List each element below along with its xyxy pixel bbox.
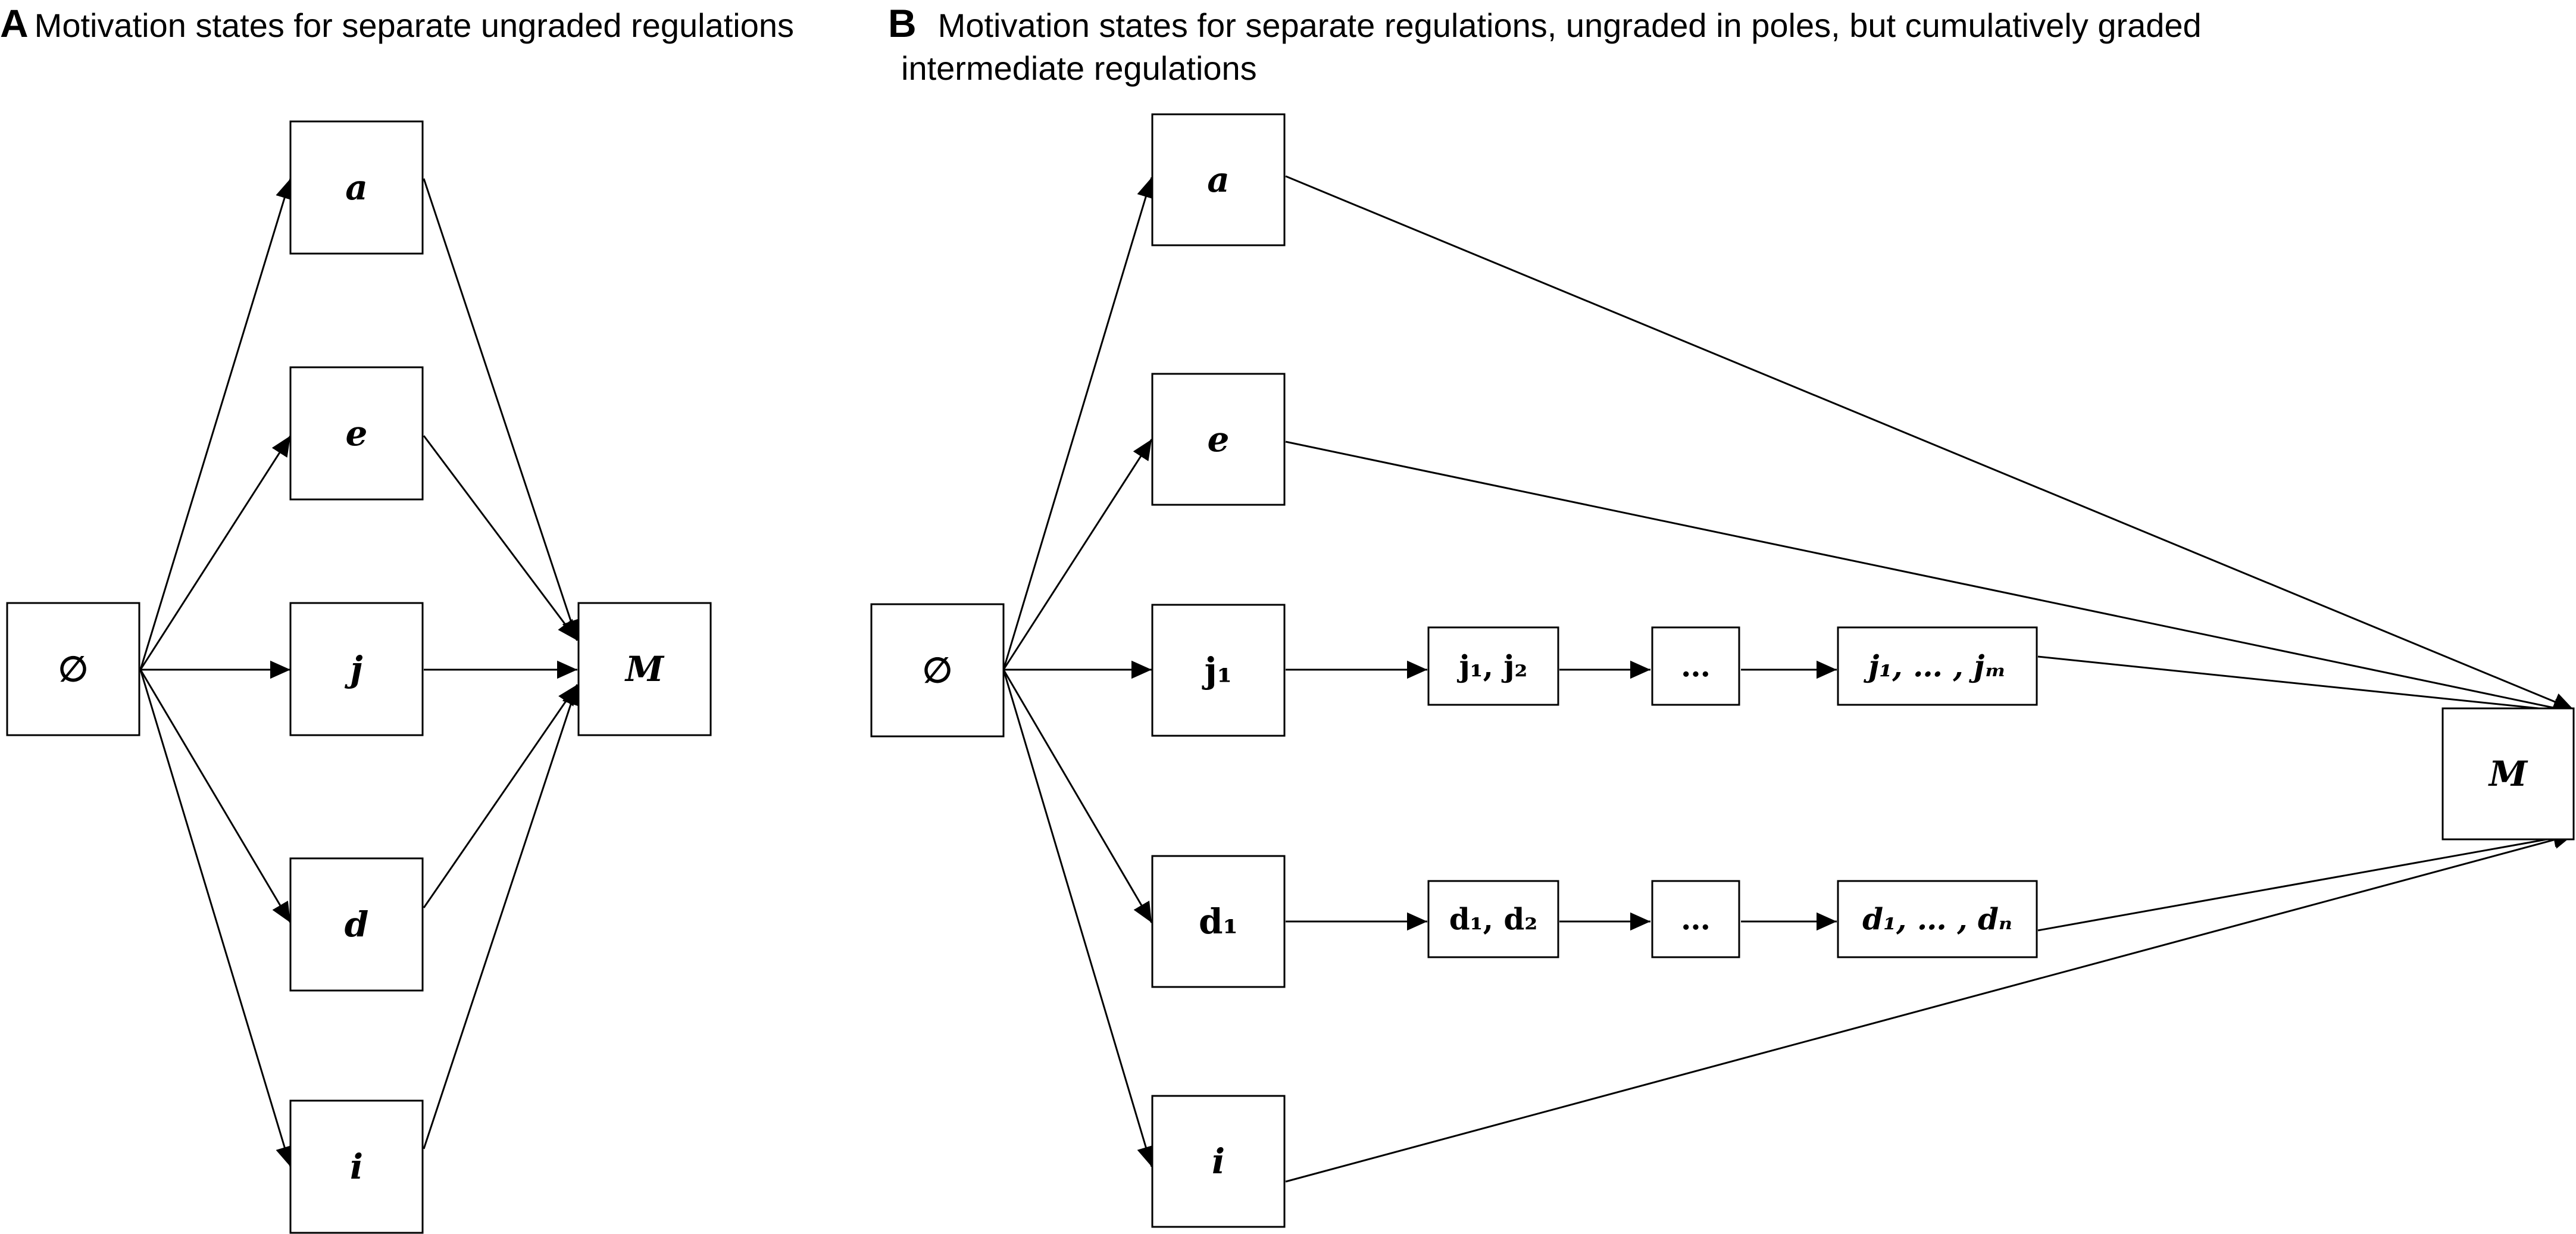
node-b-j1: j₁ (1151, 604, 1286, 737)
node-a-d-label: d (345, 904, 369, 945)
node-b-ddots-label: … (1681, 902, 1711, 937)
node-b-j1j2-label: j₁, j₂ (1457, 649, 1528, 684)
panel-b-letter: B (888, 1, 917, 45)
panel-a-title-text: Motivation states for separate ungraded … (34, 7, 794, 44)
node-b-j1j2: j₁, j₂ (1427, 626, 1559, 706)
node-b-a: a (1151, 113, 1286, 246)
edge-b-jm-to-M (2037, 655, 2574, 719)
node-b-i: i (1151, 1095, 1286, 1228)
node-a-empty: ∅ (6, 602, 140, 736)
node-b-d1d2: d₁, d₂ (1427, 880, 1559, 958)
edge-a-e-to-M (423, 435, 579, 641)
edge-a-empty-to-a (139, 178, 293, 670)
node-b-d1d2-label: d₁, d₂ (1449, 902, 1538, 937)
edge-b-a-to-M (1285, 175, 2574, 711)
node-b-empty: ∅ (870, 603, 1005, 738)
node-b-M-label: M (2488, 754, 2528, 794)
edge-b-empty-to-e (1002, 439, 1153, 670)
node-b-dn-label: d₁, … , dₙ (1862, 902, 2012, 937)
panel-b-title-text-line1: Motivation states for separate regulatio… (937, 7, 2202, 44)
node-a-empty-label: ∅ (58, 649, 89, 689)
node-a-M-label: M (624, 649, 665, 689)
node-b-jdots: … (1651, 626, 1740, 706)
edge-a-a-to-M (423, 178, 580, 641)
node-a-j: j (289, 602, 424, 736)
node-b-jdots-label: … (1681, 649, 1711, 684)
node-b-ddots: … (1651, 880, 1740, 958)
panel-b-title: B Motivation states for separate regulati… (888, 2, 2202, 46)
node-b-jm: j₁, … , jₘ (1837, 626, 2038, 706)
node-b-d1: d₁ (1151, 855, 1286, 988)
edge-b-e-to-M (1285, 441, 2574, 717)
panel-b-diagram: ∅ a e j₁ j₁, j₂ … j₁, … , jₘ d₁ (870, 113, 2575, 1228)
node-b-empty-label: ∅ (923, 650, 953, 691)
panel-b-title-text-line2: intermediate regulations (901, 49, 1257, 87)
node-a-a: a (289, 120, 424, 255)
node-a-d: d (289, 857, 424, 992)
node-b-e-label: e (1208, 419, 1230, 460)
edge-b-dn-to-M (2037, 829, 2574, 932)
node-b-j1-label: j₁ (1202, 650, 1232, 691)
node-a-e-label: e (346, 413, 368, 454)
node-b-M: M (2441, 707, 2575, 841)
node-a-i-label: i (350, 1146, 363, 1187)
node-a-M: M (577, 602, 712, 736)
node-b-d1-label: d₁ (1199, 901, 1238, 942)
node-b-dn: d₁, … , dₙ (1837, 880, 2038, 958)
edge-a-empty-to-i (139, 669, 293, 1167)
edge-b-empty-to-d1 (1002, 669, 1153, 923)
edge-a-i-to-M (423, 684, 580, 1149)
panel-a-letter: A (0, 1, 29, 45)
node-b-i-label: i (1212, 1141, 1225, 1182)
node-b-e: e (1151, 373, 1286, 506)
node-b-a-label: a (1207, 160, 1230, 200)
node-a-e: e (289, 366, 424, 501)
node-a-a-label: a (345, 167, 368, 208)
edge-a-d-to-M (423, 684, 579, 908)
edge-a-empty-to-d (139, 669, 292, 923)
node-b-jm-label: j₁, … , jₘ (1863, 649, 2006, 684)
edge-b-empty-to-a (1002, 177, 1155, 670)
panel-a-diagram: ∅ a e j d i M (6, 120, 712, 1234)
node-a-i: i (289, 1099, 424, 1234)
edge-a-empty-to-e (139, 435, 292, 670)
edge-b-empty-to-i (1002, 669, 1155, 1167)
edge-b-i-to-M (1285, 831, 2574, 1183)
